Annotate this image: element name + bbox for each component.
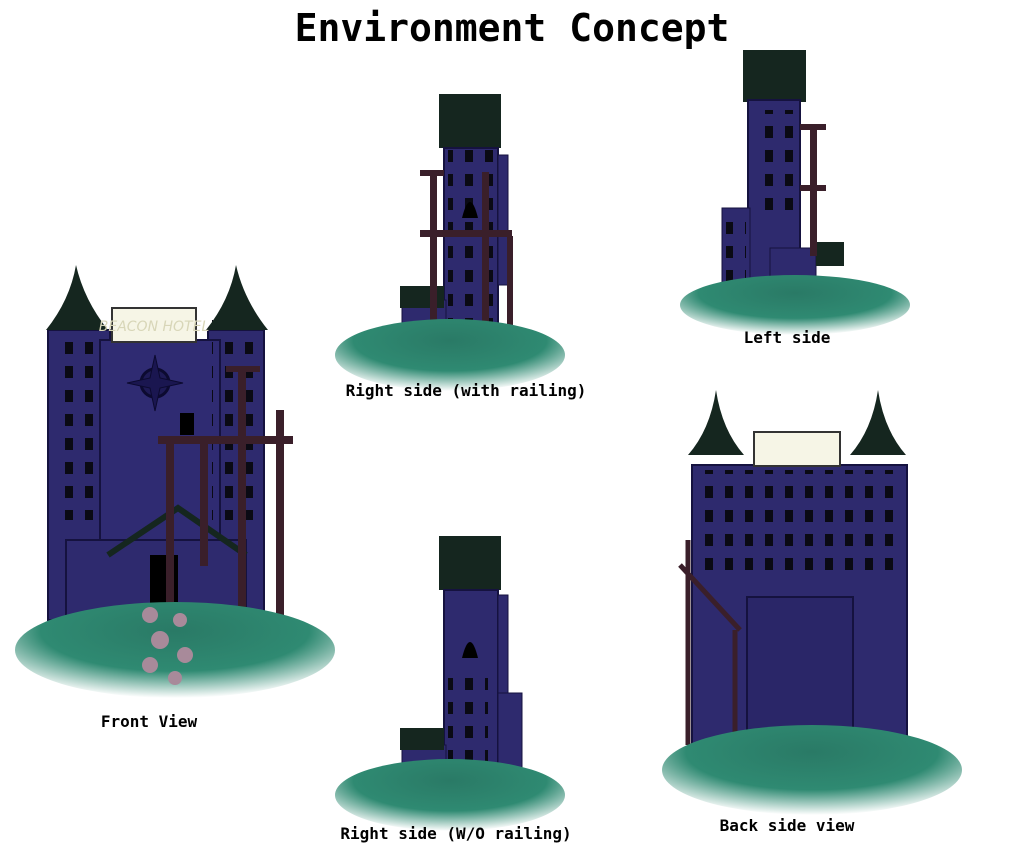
hotel-sign-text: BEACON HOTEL: [99, 319, 210, 335]
left-side-label: Left side: [743, 328, 831, 347]
right-side-no-railing-label: Right side (W/O railing): [340, 824, 572, 843]
page-title: Environment Concept: [294, 6, 730, 50]
front-view-drawing: BEACON HOTEL: [15, 265, 335, 698]
left-side-drawing: [680, 50, 910, 335]
right-side-railing-drawing: [335, 94, 565, 391]
back-side-drawing: [662, 390, 962, 815]
front-view-label: Front View: [100, 712, 198, 731]
hotel-sign: [111, 307, 197, 343]
right-side-no-railing-drawing: [335, 536, 565, 831]
back-side-label: Back side view: [719, 816, 855, 835]
right-side-railing-label: Right side (with railing): [345, 381, 587, 400]
